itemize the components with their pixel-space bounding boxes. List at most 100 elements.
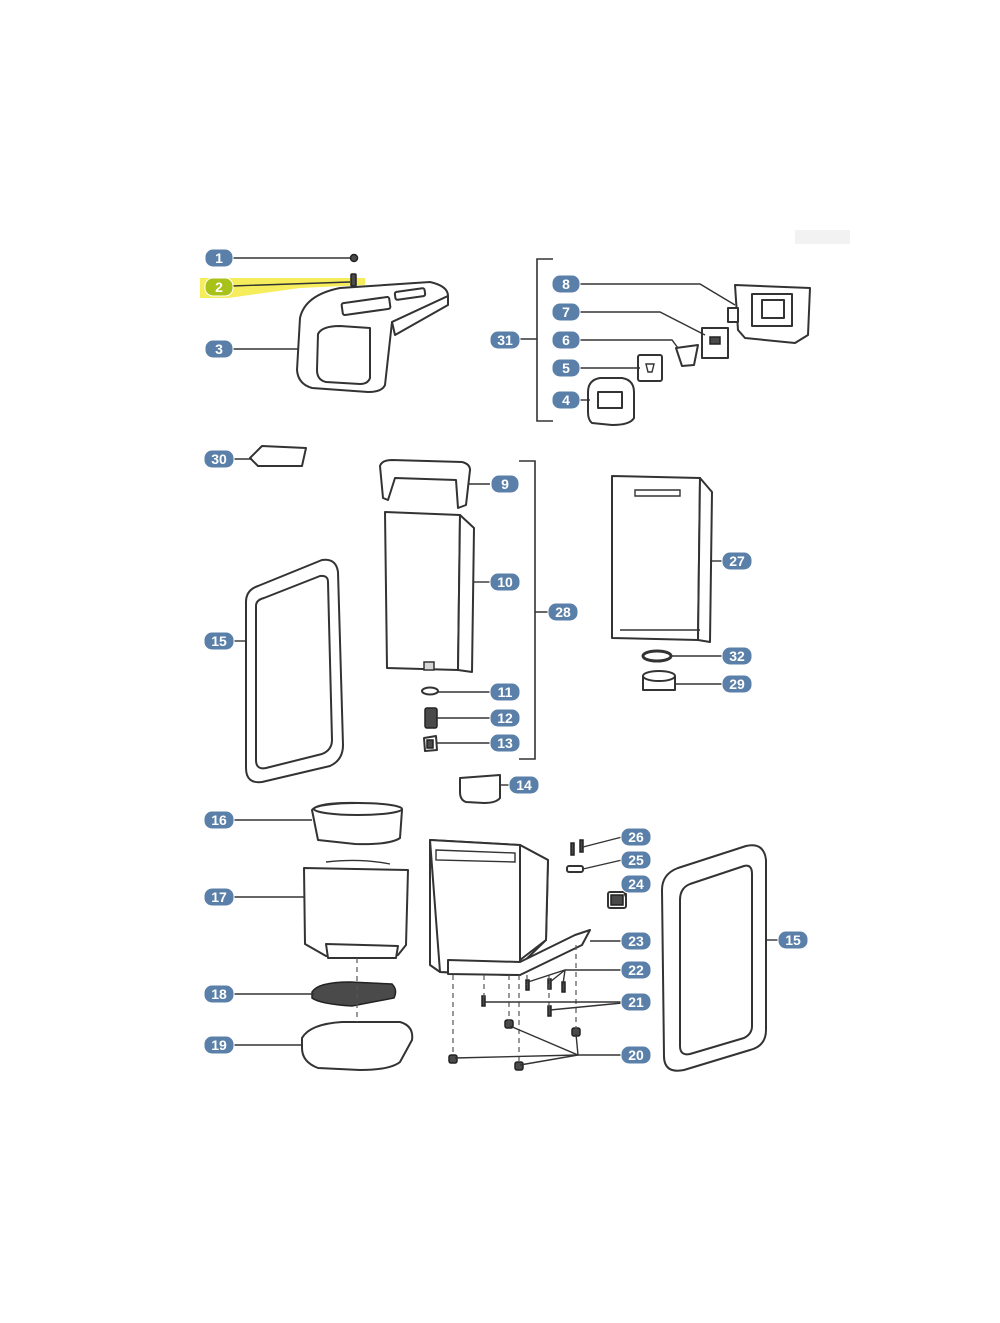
part-17-container — [303, 859, 409, 959]
callout-number: 4 — [562, 392, 570, 408]
part-30-lid — [249, 445, 307, 467]
callout-11: 11 — [489, 682, 521, 702]
callout-32: 32 — [721, 646, 753, 666]
callout-13: 13 — [489, 733, 521, 753]
callout-badge — [777, 930, 809, 950]
part-11-seal — [421, 686, 439, 696]
part-24-switch — [607, 891, 627, 909]
callout-number: 15 — [785, 932, 801, 948]
callout-number: 27 — [729, 553, 745, 569]
part-29-pump — [642, 670, 676, 691]
callout-badge — [203, 887, 235, 907]
callout-28: 28 — [547, 602, 579, 622]
callout-number: 13 — [497, 735, 513, 751]
callout-number: 5 — [562, 360, 570, 376]
callout-badge — [489, 733, 521, 753]
callout-badge — [620, 931, 652, 951]
part-4-cover — [587, 377, 635, 426]
callout-badge — [204, 277, 234, 297]
part-26-screws — [570, 839, 584, 856]
callout-badge — [620, 960, 652, 980]
callout-30: 30 — [203, 449, 235, 469]
callout-24: 24 — [620, 874, 652, 894]
part-21-screws — [481, 995, 552, 1017]
callout-number: 25 — [628, 852, 644, 868]
callout-badge — [551, 358, 581, 378]
callout-number: 26 — [628, 829, 644, 845]
callout-23: 23 — [620, 931, 652, 951]
callout-22: 22 — [620, 960, 652, 980]
part-14-drip-cup — [459, 774, 501, 804]
callout-number: 20 — [628, 1047, 644, 1063]
part-27-chassis-panel — [611, 475, 713, 643]
callout-badge — [203, 1035, 235, 1055]
callout-number: 11 — [498, 684, 513, 700]
callout-number: 16 — [211, 812, 227, 828]
callout-number: 10 — [497, 574, 513, 590]
part-9-top-frame — [379, 459, 471, 509]
callout-19: 19 — [203, 1035, 235, 1055]
part-8-control-bracket — [727, 284, 811, 344]
callout-8: 8 — [551, 274, 581, 294]
bracket-31 — [519, 258, 553, 422]
callout-18: 18 — [203, 984, 235, 1004]
callout-number: 6 — [562, 332, 570, 348]
callout-badge — [721, 551, 753, 571]
callout-badge — [620, 992, 652, 1012]
callout-15b: 15 — [777, 930, 809, 950]
callout-16: 16 — [203, 810, 235, 830]
callout-badge — [551, 302, 581, 322]
part-7-button-panel — [701, 327, 729, 359]
callout-21: 21 — [620, 992, 652, 1012]
callout-4: 4 — [551, 390, 581, 410]
callout-badge — [620, 874, 652, 894]
callout-2: 2 — [204, 277, 234, 297]
callout-12: 12 — [489, 708, 521, 728]
callout-5: 5 — [551, 358, 581, 378]
callout-badge — [551, 390, 581, 410]
callout-badge — [547, 602, 579, 622]
callout-number: 15 — [211, 633, 227, 649]
callout-number: 12 — [497, 710, 513, 726]
callout-29: 29 — [721, 674, 753, 694]
part-5-button-cap — [637, 354, 663, 382]
callout-31: 31 — [489, 330, 521, 350]
callout-badge — [203, 449, 235, 469]
callout-10: 10 — [489, 572, 521, 592]
callout-number: 2 — [215, 279, 223, 295]
callout-number: 32 — [729, 648, 745, 664]
callout-9: 9 — [490, 474, 520, 494]
callout-number: 29 — [729, 676, 745, 692]
callout-number: 18 — [211, 986, 227, 1002]
callout-1: 1 — [204, 248, 234, 268]
part-32-o-ring — [641, 649, 673, 663]
bracket-28 — [519, 460, 548, 760]
callout-badge — [204, 248, 234, 268]
callout-3: 3 — [204, 339, 234, 359]
callout-26: 26 — [620, 827, 652, 847]
callout-number: 21 — [628, 994, 644, 1010]
callout-badge — [721, 674, 753, 694]
part-19-base-tray — [301, 1021, 414, 1071]
part-16-ring — [311, 801, 403, 846]
callout-labels: 1233187654309102827153229111213141626252… — [203, 248, 809, 1065]
callout-badge — [620, 827, 652, 847]
callout-number: 31 — [497, 332, 513, 348]
callout-badge — [489, 708, 521, 728]
callout-number: 28 — [555, 604, 571, 620]
part-6-button — [675, 344, 699, 367]
callout-badge — [620, 850, 652, 870]
part-25-fuse — [566, 865, 584, 873]
leader-lines — [231, 257, 778, 1066]
callout-27: 27 — [721, 551, 753, 571]
callout-badge — [489, 682, 521, 702]
callout-badge — [620, 1045, 652, 1065]
part-2-screw — [350, 273, 357, 287]
callout-17: 17 — [203, 887, 235, 907]
callout-number: 14 — [516, 777, 532, 793]
callout-number: 9 — [501, 476, 509, 492]
callout-number: 1 — [215, 250, 223, 266]
callout-20: 20 — [620, 1045, 652, 1065]
callout-number: 19 — [211, 1037, 227, 1053]
